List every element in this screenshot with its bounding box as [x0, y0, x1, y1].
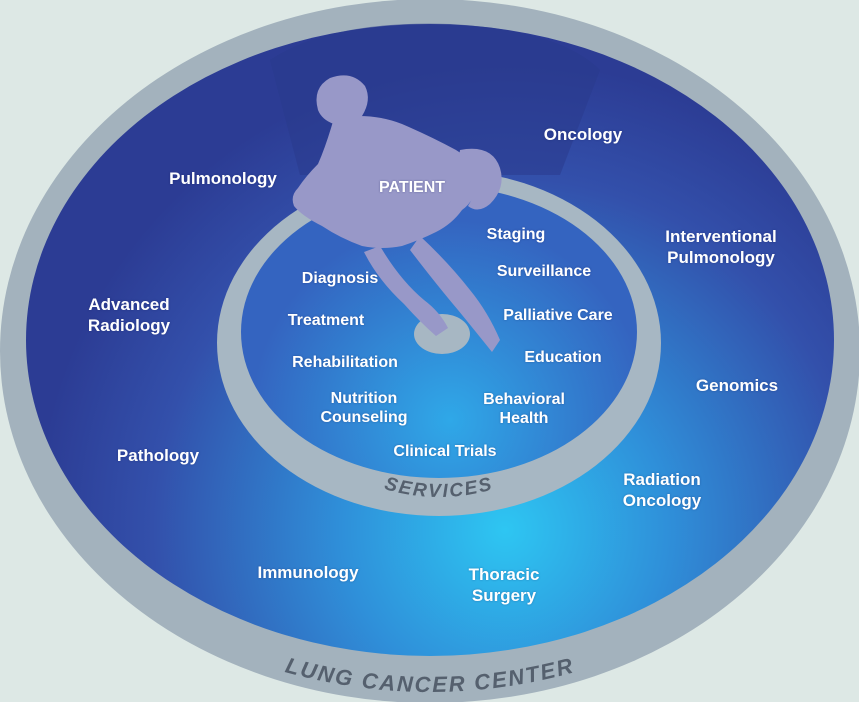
service-staging: Staging — [486, 226, 546, 243]
service-label-line: Nutrition — [330, 390, 398, 407]
service-nutrition-counseling: Nutrition Counseling — [320, 389, 407, 427]
patient-label: PATIENT — [378, 179, 446, 196]
specialty-label-line: Interventional — [665, 227, 777, 246]
service-clinical-trials: Clinical Trials — [393, 443, 497, 460]
specialty-immunology: Immunology — [257, 563, 359, 582]
service-label-line: Health — [499, 410, 549, 427]
service-education: Education — [524, 349, 602, 366]
service-surveillance: Surveillance — [496, 263, 592, 280]
specialty-label-line: Surgery — [471, 586, 537, 605]
service-label-line: Behavioral — [483, 391, 565, 408]
specialty-label-line: Advanced — [88, 295, 170, 314]
specialty-label-line: Thoracic — [468, 565, 540, 584]
specialty-oncology: Oncology — [543, 125, 623, 144]
service-diagnosis: Diagnosis — [301, 270, 379, 287]
service-palliative-care: Palliative Care — [503, 307, 613, 324]
specialty-label-line: Radiology — [87, 316, 171, 335]
specialty-radiation-oncology: Radiation Oncology — [623, 469, 701, 511]
service-rehabilitation: Rehabilitation — [292, 354, 398, 371]
specialty-label-line: Pulmonology — [667, 248, 775, 267]
specialty-advanced-radiology: Advanced Radiology — [88, 294, 170, 336]
specialty-pathology: Pathology — [116, 446, 200, 465]
service-behavioral-health: Behavioral Health — [483, 390, 565, 428]
specialty-genomics: Genomics — [695, 376, 779, 395]
specialty-thoracic-surgery: Thoracic Surgery — [469, 564, 540, 606]
specialty-label-line: Radiation — [623, 470, 701, 489]
specialty-label-line: Oncology — [622, 491, 702, 510]
specialty-interventional-pulmonology: Interventional Pulmonology — [665, 226, 776, 268]
patient-silhouette — [292, 75, 502, 352]
service-treatment: Treatment — [287, 312, 365, 329]
service-label-line: Counseling — [320, 409, 408, 426]
specialty-pulmonology: Pulmonology — [169, 169, 277, 188]
